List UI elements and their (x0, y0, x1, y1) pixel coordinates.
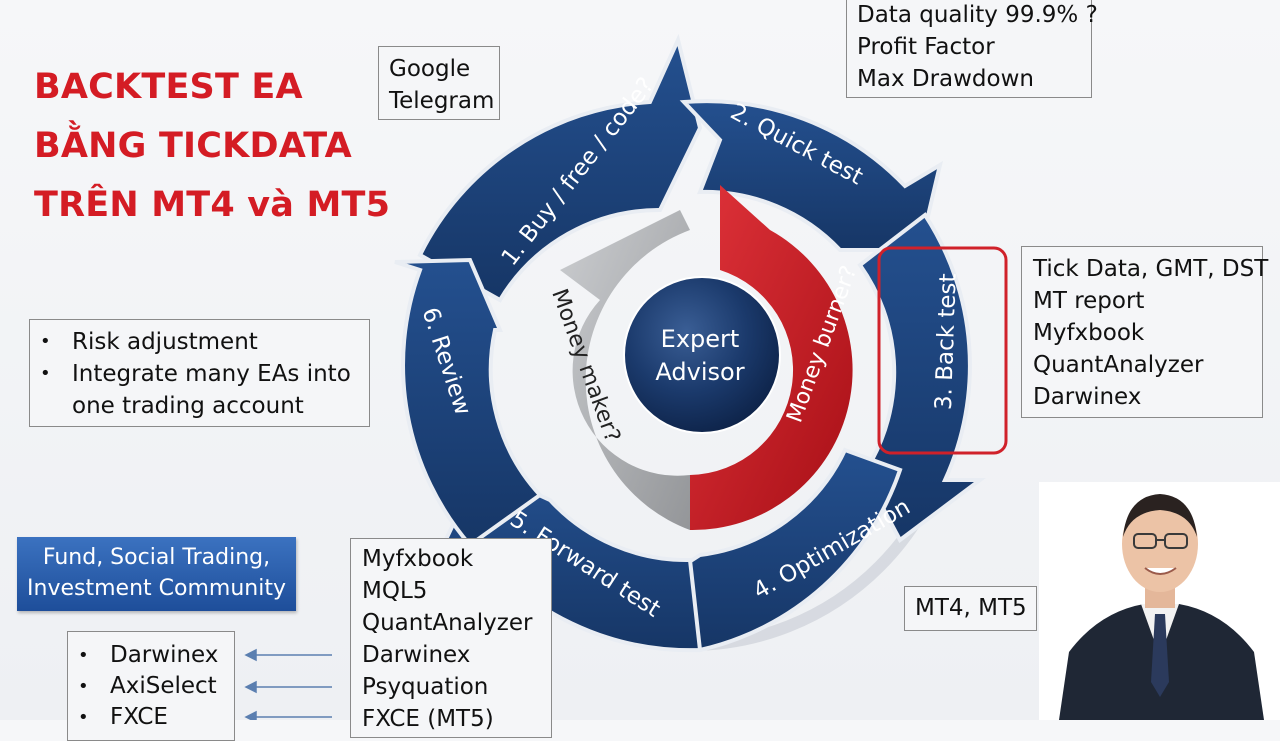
forward-test-line-5: Psyquation (362, 674, 489, 700)
presenter-photo (1039, 482, 1280, 720)
platform-item-1: •Darwinex (78, 642, 219, 668)
back-test-line-4: QuantAnalyzer (1033, 352, 1204, 378)
forward-test-line-6: FXCE (MT5) (362, 706, 494, 732)
forward-test-line-4: Darwinex (362, 642, 471, 668)
title-line-3: TRÊN MT4 và MT5 (34, 185, 391, 225)
back-test-line-1: Tick Data, GMT, DST (1033, 256, 1269, 282)
segment-3-back-test (857, 212, 986, 543)
review-bullet-2: •Integrate many EAs into (40, 361, 351, 387)
quick-test-line-2: Profit Factor (857, 34, 995, 60)
platforms-box: •Darwinex •AxiSelect •FXCE (67, 631, 235, 741)
forward-test-line-2: MQL5 (362, 578, 428, 604)
platform-item-3: •FXCE (78, 704, 168, 730)
segment-2-quick-test (679, 99, 944, 252)
money-maker-label: Money maker? (546, 286, 625, 446)
sources-box: Google Telegram (378, 46, 500, 120)
review-bullet-2-cont: one trading account (72, 393, 304, 419)
quick-test-box: Data quality 99.9% ? Profit Factor Max D… (846, 0, 1098, 98)
money-maker-arrow (560, 210, 690, 530)
back-test-line-3: Myfxbook (1033, 320, 1145, 346)
money-burner-arrow (690, 185, 853, 531)
sources-line-2: Telegram (389, 88, 495, 114)
back-test-line-5: Darwinex (1033, 384, 1142, 410)
forward-test-line-3: QuantAnalyzer (362, 610, 533, 636)
center-label-line-1: Expert (661, 325, 740, 353)
sources-line-1: Google (389, 56, 471, 82)
optimization-line-1: MT4, MT5 (915, 595, 1027, 621)
fund-box: Fund, Social Trading, Investment Communi… (17, 537, 296, 611)
back-test-box: Tick Data, GMT, DST MT report Myfxbook Q… (1021, 246, 1269, 418)
segment-1-buy (417, 33, 703, 303)
back-test-highlight (877, 246, 1008, 455)
segment-3-label: 3. Back test (931, 273, 962, 410)
fund-line-1: Fund, Social Trading, (42, 545, 271, 570)
fund-line-2: Investment Community (27, 576, 286, 601)
review-bullet-1: •Risk adjustment (40, 329, 258, 355)
back-test-line-2: MT report (1033, 288, 1145, 314)
title-line-1: BACKTEST EA (34, 67, 303, 107)
review-box: •Risk adjustment •Integrate many EAs int… (29, 319, 370, 427)
quick-test-line-1: Data quality 99.9% ? (857, 2, 1098, 28)
ea-cycle-diagram: Expert Advisor Money burner? Money maker… (244, 33, 1008, 720)
segment-6-review (394, 257, 544, 548)
center-circle (623, 276, 781, 434)
optimization-box: MT4, MT5 (904, 586, 1037, 631)
platform-item-2: •AxiSelect (78, 673, 217, 699)
title-line-2: BẰNG TICKDATA (34, 126, 352, 166)
page-title: BACKTEST EA BẰNG TICKDATA TRÊN MT4 và MT… (34, 58, 390, 235)
center-label-line-2: Advisor (655, 358, 744, 386)
forward-test-box: Myfxbook MQL5 QuantAnalyzer Darwinex Psy… (350, 538, 552, 738)
platform-arrows (244, 648, 332, 720)
quick-test-line-3: Max Drawdown (857, 66, 1034, 92)
forward-test-line-1: Myfxbook (362, 546, 474, 572)
presenter-illustration (1039, 482, 1280, 720)
